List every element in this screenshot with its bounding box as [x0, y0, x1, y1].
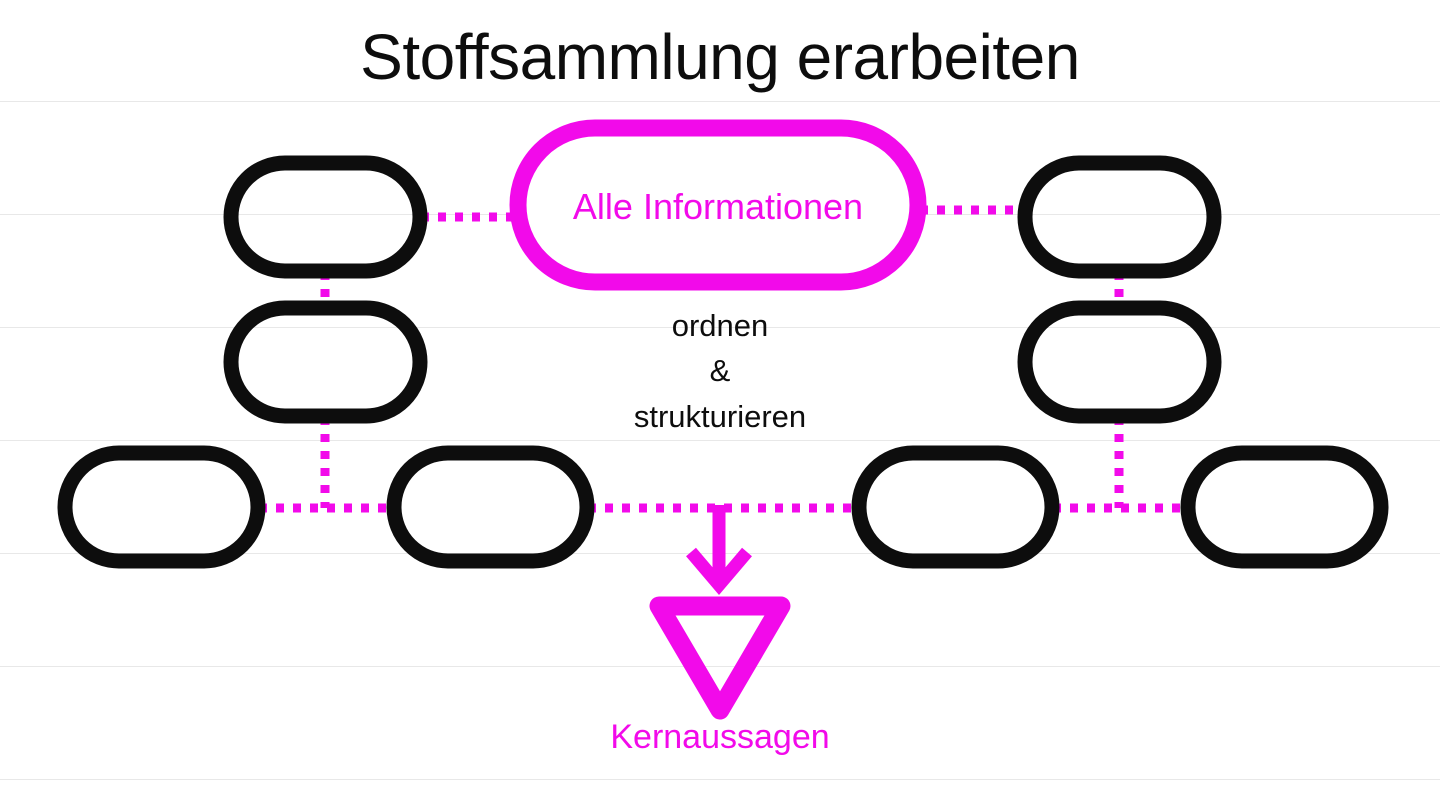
hub-label: Alle Informationen — [572, 186, 864, 227]
slide-title: Stoffsammlung erarbeiten — [360, 21, 1080, 93]
outcome-label: Kernaussagen — [610, 718, 830, 756]
node-bottom-2[interactable] — [386, 445, 595, 569]
center-note-line-1: ordnen — [671, 308, 769, 343]
node-bottom-3[interactable] — [851, 445, 1060, 569]
hub-pill-alle-informationen[interactable] — [509, 119, 927, 291]
down-arrow-icon — [686, 505, 752, 596]
node-bottom-4[interactable] — [1180, 445, 1389, 569]
center-note: ordnen & strukturieren — [570, 303, 870, 439]
node-bottom-1[interactable] — [57, 445, 266, 569]
node-top-left[interactable] — [223, 155, 428, 279]
node-layer — [57, 155, 1389, 569]
node-mid-left[interactable] — [223, 300, 428, 424]
node-top-right[interactable] — [1017, 155, 1222, 279]
arrow-head — [686, 547, 752, 596]
center-note-line-3: strukturieren — [633, 398, 807, 434]
center-note-line-2: & — [709, 353, 731, 389]
outcome-triangle-icon — [649, 596, 791, 720]
node-mid-right[interactable] — [1017, 300, 1222, 424]
